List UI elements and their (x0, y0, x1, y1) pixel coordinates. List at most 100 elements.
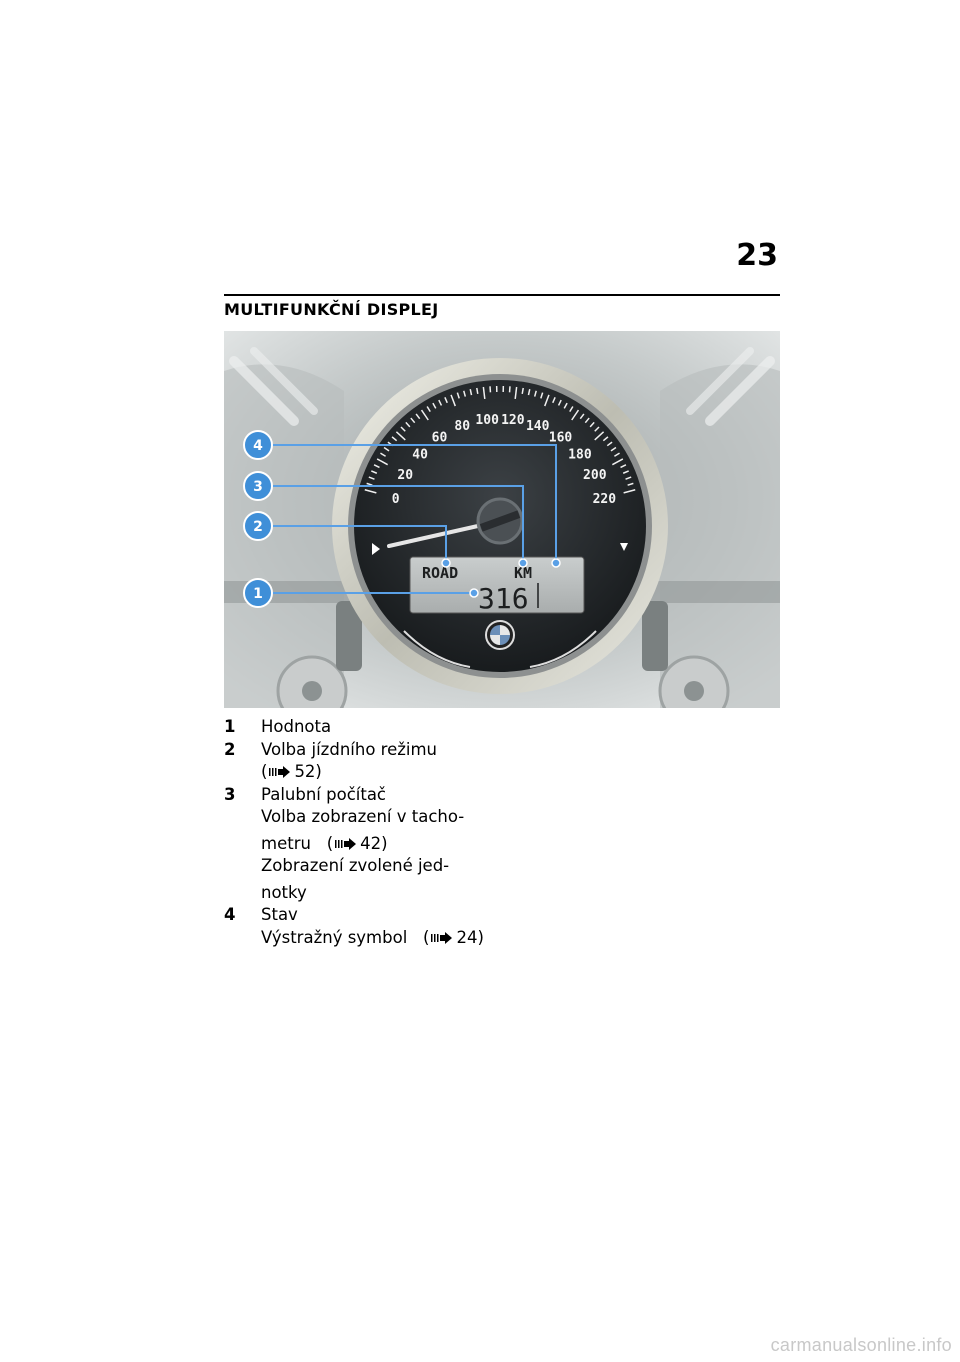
speedo-tick (614, 452, 620, 457)
speedo-tick-label: 220 (593, 492, 617, 507)
speedo-tick (426, 406, 431, 412)
speedo-tick (415, 413, 421, 420)
legend-item-4: 4 Stav Výstražný symbol (24) (224, 904, 524, 949)
legend-text: Volba zobrazení v tacho- (261, 807, 465, 826)
legend-text: Stav (261, 905, 298, 924)
speedo-tick (371, 470, 378, 474)
speedo-tick (391, 436, 398, 442)
speedo-tick (527, 389, 531, 396)
page-reference[interactable]: Výstražný symbol (24) (261, 927, 484, 947)
speedo-tick (584, 417, 590, 424)
speedo-tick (476, 387, 479, 394)
speedo-tick (589, 421, 595, 428)
callout-3: 3 (243, 471, 273, 501)
speedo-tick-label: 20 (397, 468, 413, 483)
speedo-tick (533, 390, 537, 397)
page-reference[interactable]: (52) (261, 762, 322, 781)
speedo-tick-label: 160 (549, 431, 573, 446)
legend-item-2: 2 Volba jízdního režimu (52) (224, 739, 524, 784)
speedo-tick (563, 402, 568, 409)
watermark-text: carmanualsonline.info (770, 1335, 952, 1355)
speedo-tick (606, 441, 613, 447)
speedo-tick (540, 392, 544, 399)
legend-number: 3 (224, 784, 236, 804)
legend-text: notky (261, 882, 307, 902)
speedo-tick (594, 431, 605, 441)
speedo-tick-label: 100 (475, 413, 499, 428)
speedo-tick (373, 464, 380, 469)
speedo-tick (521, 387, 524, 394)
speedo-tick (410, 417, 416, 424)
speedo-tick-label: 80 (454, 419, 470, 434)
speedo-tick (620, 464, 627, 469)
speedo-tick (594, 426, 600, 432)
speedo-tick (364, 489, 377, 494)
speedo-tick (544, 394, 550, 407)
display-unit-text: KM (514, 564, 532, 582)
speedo-tick-label: 180 (568, 447, 592, 462)
speedo-tick (368, 476, 375, 480)
page-number: 23 (736, 238, 778, 273)
speedo-tick (482, 386, 486, 399)
speedo-tick-label: 0 (392, 492, 400, 507)
speedo-tick (602, 436, 609, 442)
page-ref-arrow-icon (335, 837, 357, 850)
speedo-tick (432, 402, 437, 409)
speedo-tick (383, 446, 390, 452)
speedo-tick (514, 386, 518, 399)
legend-number: 1 (224, 717, 236, 736)
legend-number: 2 (224, 739, 236, 759)
legend-item-3: 3 Palubní počítač Volba zobrazení v tach… (224, 784, 524, 905)
speedo-tick (557, 399, 562, 406)
display-mode-text: ROAD (422, 564, 458, 582)
speedo-tick (625, 476, 632, 480)
speedo-tick (400, 426, 406, 432)
legend-text: Zobrazení zvolené jed- (261, 856, 450, 875)
speedo-tick (469, 389, 473, 396)
svg-text:2: 2 (253, 519, 263, 535)
speedo-tick (627, 482, 634, 486)
speedo-tick (395, 431, 406, 441)
svg-text:1: 1 (253, 586, 263, 602)
page-reference[interactable]: metru (42) (261, 833, 388, 853)
speedo-tick (463, 390, 467, 397)
speedo-tick-label: 200 (583, 468, 607, 483)
speedo-tick (376, 458, 389, 466)
speedo-tick-label: 60 (432, 431, 448, 446)
speedo-tick-label: 40 (412, 447, 428, 462)
speedo-tick (366, 482, 373, 486)
speedo-tick (380, 452, 386, 457)
callout-1: 1 (243, 578, 273, 608)
speedo-tick (622, 470, 629, 474)
speedo-tick (450, 394, 456, 407)
page-ref-arrow-icon (431, 931, 453, 944)
speedo-tick (571, 409, 580, 421)
legend-text: Volba jízdního režimu (261, 739, 438, 759)
speedo-tick (569, 406, 574, 412)
speedo-tick (623, 489, 636, 494)
speedo-tick (405, 421, 411, 428)
callout-2: 2 (243, 511, 273, 541)
speedo-tick (611, 458, 624, 466)
speedo-tick (438, 399, 443, 406)
speedo-tick (610, 446, 617, 452)
speedo-tick-label: 120 (501, 413, 525, 428)
legend-number: 4 (224, 905, 236, 924)
header-rule (224, 294, 780, 296)
speedo-tick (579, 413, 585, 420)
callout-4: 4 (243, 430, 273, 460)
speedo-tick-label: 140 (526, 419, 550, 434)
legend-list: 1 Hodnota 2 Volba jízdního režimu (52) 3… (224, 716, 524, 949)
legend-text: Hodnota (261, 717, 332, 736)
speedo-tick (420, 409, 429, 421)
legend-text: Palubní počítač (261, 784, 386, 804)
section-title: MULTIFUNKČNÍ DISPLEJ (224, 300, 439, 319)
svg-text:4: 4 (253, 438, 263, 454)
page-ref-arrow-icon (269, 766, 291, 778)
legend-item-1: 1 Hodnota (224, 716, 524, 739)
speedo-tick (456, 392, 460, 399)
speedo-tick (444, 397, 448, 404)
svg-text:3: 3 (253, 479, 263, 495)
